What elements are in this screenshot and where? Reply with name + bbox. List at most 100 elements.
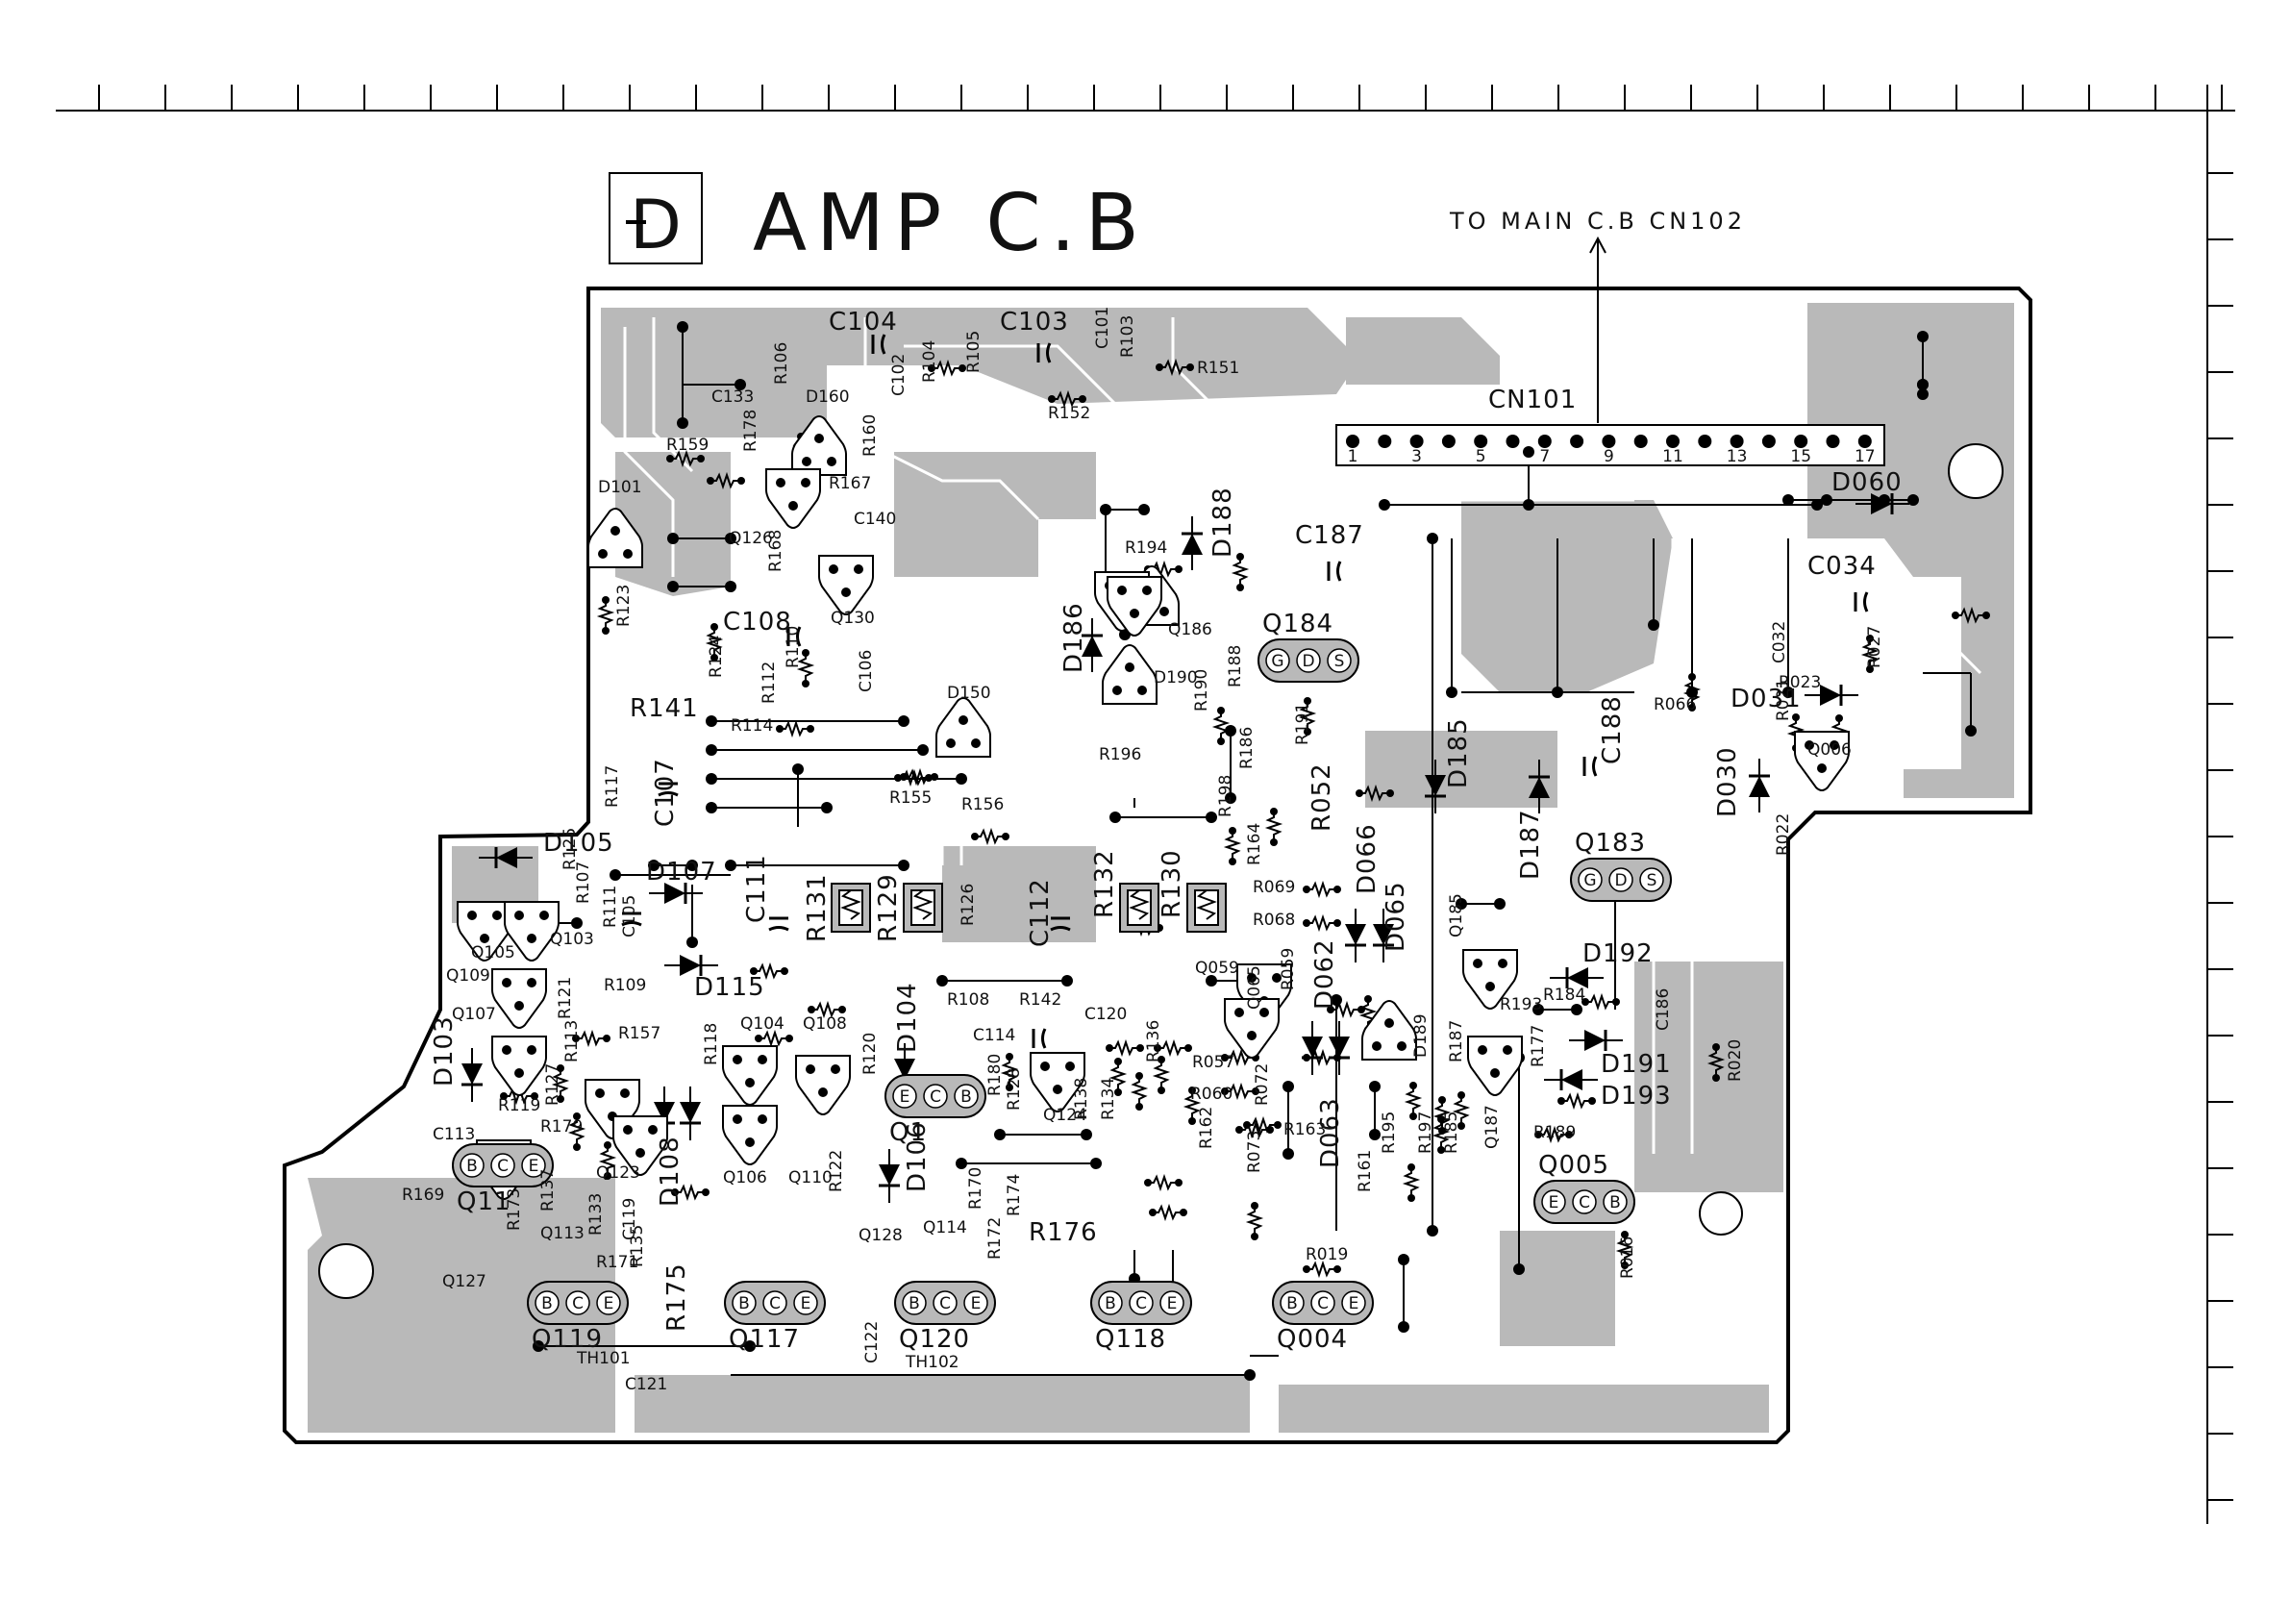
pad [1369,1129,1381,1140]
package-pin-label: E [1167,1294,1178,1313]
resistor [1153,1203,1183,1222]
resistor [932,359,962,378]
pad [1206,975,1217,987]
pad [1272,973,1282,983]
pad [831,1064,840,1074]
resistor [596,600,615,631]
pad [1427,1225,1438,1237]
component-label: R189 [1533,1123,1576,1142]
pad [1427,533,1438,544]
component-label: R169 [402,1186,444,1205]
component-label: D193 [1601,1082,1672,1111]
package-pin-label: B [909,1294,920,1313]
connector-pin-label: 9 [1604,447,1614,466]
pad [1243,1121,1251,1129]
connector-pin [1794,435,1808,448]
package-pad [923,1084,948,1109]
resistor [1223,831,1242,862]
pad [758,1055,767,1064]
resistor [1538,1125,1569,1144]
pad [1236,553,1244,561]
transistor [1107,576,1162,637]
package-pin-label: E [971,1294,982,1313]
pad [1811,499,1823,511]
component-label: R179 [540,1117,583,1137]
component-label: R193 [1500,995,1542,1014]
resistor [1052,389,1083,409]
pad [502,1045,511,1055]
connector-pin [1409,435,1424,448]
package-label: Q004 [1277,1325,1348,1354]
pad [1180,1209,1187,1216]
pad [1079,395,1086,403]
package-pad [1327,648,1352,673]
pad [1523,446,1534,458]
component-label: C188 [1598,695,1627,764]
pad [1782,494,1794,506]
pad [702,1188,710,1196]
pad [1648,619,1659,631]
package-pin-label: E [801,1294,811,1313]
connector-pin [1698,435,1712,448]
component-label: Q185 [1447,893,1466,937]
trace [1171,317,1213,406]
pad [710,623,718,631]
trace [863,317,1040,521]
pad [1144,1179,1152,1187]
pad [1006,1053,1013,1061]
resistor [1307,1260,1337,1279]
pad [697,455,705,462]
component-label: Q187 [1482,1105,1502,1149]
component-label: Q106 [723,1168,767,1187]
pad [667,533,679,544]
trace [1827,613,1982,675]
component-label: C112 [1026,878,1055,947]
trace [921,615,983,865]
pad [1498,959,1507,968]
resistor [904,767,934,787]
pad [1229,827,1236,835]
pad [788,501,798,511]
connector-pin-label: 17 [1855,447,1876,466]
pad [706,802,717,813]
pad [1523,499,1534,511]
component-label: R155 [889,788,932,808]
pad [514,911,524,920]
pad [838,1006,846,1013]
connector-pin-label: 15 [1790,447,1811,466]
component-label: R191 [1293,703,1312,745]
component-label: Q123 [596,1163,640,1183]
connector-pin [1441,435,1456,448]
top-ruler [56,85,2235,112]
pad [1304,697,1311,705]
package-pin-label: C [769,1294,781,1313]
pad [602,596,610,604]
page-title: AMP C.B [753,178,1149,269]
component-label: D192 [1582,939,1654,968]
component-label: Q059 [1195,959,1239,978]
pad [1217,737,1225,745]
pad [1100,504,1111,515]
component-label: R108 [947,990,989,1010]
component-label: C111 [742,854,771,923]
package-label: Q184 [1262,610,1333,638]
component-label: D105 [543,829,614,858]
resistor [1108,1062,1128,1092]
component-label: R021 [1774,679,1793,721]
connector-pin [1666,435,1680,448]
connector-label: CN101 [1488,386,1577,414]
pad [1588,1097,1596,1105]
resistor [1432,1100,1452,1131]
pad [818,1087,828,1097]
pad [829,564,838,574]
connector-pin-label: 7 [1539,447,1550,466]
pad [602,627,610,635]
connector-note: TO MAIN C.B CN102 [1449,208,1746,235]
pad [623,549,633,559]
connector-pin [1826,435,1840,448]
resistor [1130,1076,1149,1107]
pad [936,975,948,987]
